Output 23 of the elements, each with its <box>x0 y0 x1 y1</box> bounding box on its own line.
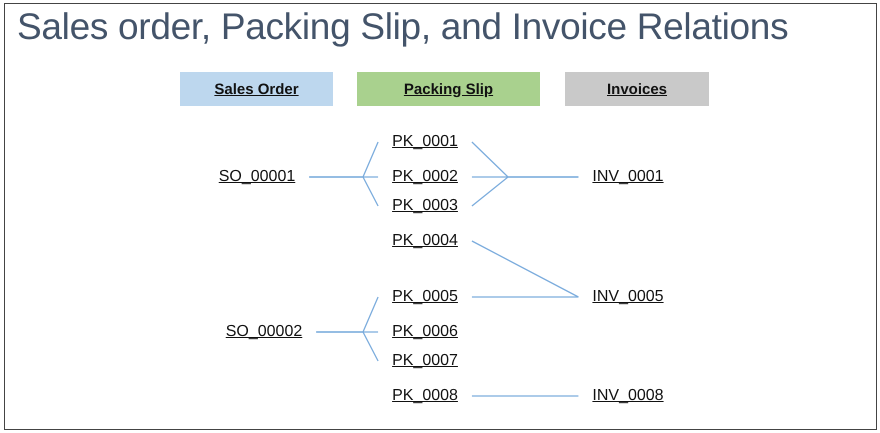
column-header: Invoices <box>565 72 709 106</box>
connector-line <box>472 296 578 298</box>
title: Sales order, Packing Slip, and Invoice Relations <box>17 6 788 48</box>
document-id: PK_0005 <box>378 287 472 307</box>
document-id: PK_0002 <box>378 167 472 187</box>
document-id: PK_0004 <box>378 231 472 251</box>
connector-line <box>472 176 578 206</box>
document-id: SO_00001 <box>204 167 310 187</box>
document-id: PK_0006 <box>378 322 472 342</box>
connector-line <box>316 331 379 362</box>
document-id: PK_0003 <box>378 196 472 216</box>
document-id: PK_0001 <box>378 132 472 152</box>
document-id: PK_0007 <box>378 351 472 371</box>
connector-line <box>309 176 379 206</box>
connector-line <box>472 395 578 397</box>
document-id: SO_00002 <box>212 322 316 342</box>
column-header: Sales Order <box>180 72 333 106</box>
document-id: INV_0005 <box>578 287 678 307</box>
connector-line <box>472 240 579 298</box>
document-id: INV_0001 <box>578 167 678 187</box>
document-id: PK_0008 <box>378 386 472 406</box>
document-id: INV_0008 <box>578 386 678 406</box>
column-header: Packing Slip <box>357 72 540 106</box>
